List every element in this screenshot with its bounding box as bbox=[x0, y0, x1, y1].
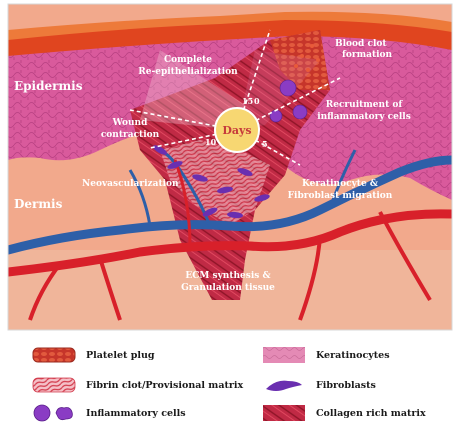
artery-branch-5 bbox=[173, 159, 192, 247]
legend: Platelet plug Fibrin clot/Provisional ma… bbox=[0, 336, 460, 434]
legend-label-fibroblasts: Fibroblasts bbox=[316, 379, 376, 391]
legend-item-fibrin-clot: Fibrin clot/Provisional matrix bbox=[32, 374, 243, 396]
keratinocyte-label-2: Fibroblast migration bbox=[288, 191, 393, 201]
wound-fibrin bbox=[160, 140, 270, 225]
tick-15: 15 bbox=[242, 96, 253, 106]
legend-item-keratinocytes: Keratinocytes bbox=[262, 344, 390, 366]
neovascularization-label: Neovascularization bbox=[82, 179, 179, 189]
recruit-label-2: inflammatory cells bbox=[317, 112, 411, 122]
keratinocytes-icon bbox=[263, 347, 305, 363]
fibroblast-icon bbox=[266, 380, 302, 391]
sector-re-epithelialization bbox=[140, 50, 245, 130]
vein-branch-3 bbox=[328, 149, 357, 209]
days-label: Days bbox=[222, 124, 251, 137]
artery-branch-4 bbox=[298, 235, 322, 321]
fibrin-clot-icon bbox=[32, 377, 76, 393]
recruit-label-1: Recruitment of bbox=[326, 100, 404, 110]
wound-label-1: Wound bbox=[112, 118, 148, 128]
days-dial bbox=[214, 107, 260, 153]
epidermis-label: Epidermis bbox=[14, 79, 83, 93]
wound-label-2: contraction bbox=[101, 130, 160, 140]
dermis-label: Dermis bbox=[14, 197, 63, 211]
diagram-frame bbox=[7, 3, 453, 331]
artery-branch-1 bbox=[98, 257, 122, 321]
tick-10: 10 bbox=[205, 137, 217, 147]
legend-label-platelet-plug: Platelet plug bbox=[86, 349, 155, 361]
legend-label-inflammatory-cells: Inflammatory cells bbox=[86, 407, 186, 419]
skin-surface-cells bbox=[8, 11, 452, 40]
legend-label-collagen-matrix: Collagen rich matrix bbox=[316, 407, 426, 419]
artery-vessel bbox=[8, 209, 452, 277]
complete-label-2: Re-epithelialization bbox=[138, 67, 238, 77]
platelet-dots bbox=[290, 44, 320, 72]
vein-branch-2 bbox=[128, 169, 152, 227]
skin-surface bbox=[8, 17, 452, 56]
artery-branch-3 bbox=[378, 211, 432, 302]
legend-item-platelet-plug: Platelet plug bbox=[32, 344, 155, 366]
vein-vessel bbox=[8, 155, 452, 255]
fibroblast-cells bbox=[152, 145, 270, 219]
platelet-plug-icon bbox=[32, 347, 76, 363]
complete-label-1: Complete bbox=[164, 55, 212, 65]
legend-label-fibrin-clot: Fibrin clot/Provisional matrix bbox=[86, 379, 244, 391]
ecm-label-1: ECM synthesis & bbox=[185, 271, 270, 281]
legend-item-inflammatory-cells: Inflammatory cells bbox=[32, 402, 186, 424]
tick-0: 0 bbox=[254, 96, 260, 106]
artery-branch-2 bbox=[28, 262, 62, 321]
collagen-matrix-icon bbox=[263, 405, 305, 421]
legend-label-keratinocytes: Keratinocytes bbox=[316, 349, 390, 361]
keratinocyte-label-1: Keratinocyte & bbox=[302, 179, 378, 189]
blood-clot bbox=[270, 30, 330, 90]
legend-item-collagen-matrix: Collagen rich matrix bbox=[262, 402, 426, 424]
tick-5: 5 bbox=[262, 139, 268, 149]
clot-label-2: formation bbox=[342, 50, 393, 60]
clot-label-1: Blood clot bbox=[335, 39, 387, 49]
inflammatory-cells-icon bbox=[33, 404, 73, 422]
sector-recruitment bbox=[237, 50, 320, 130]
ecm-label-2: Granulation tissue bbox=[181, 283, 275, 293]
legend-item-fibroblasts: Fibroblasts bbox=[262, 374, 376, 396]
